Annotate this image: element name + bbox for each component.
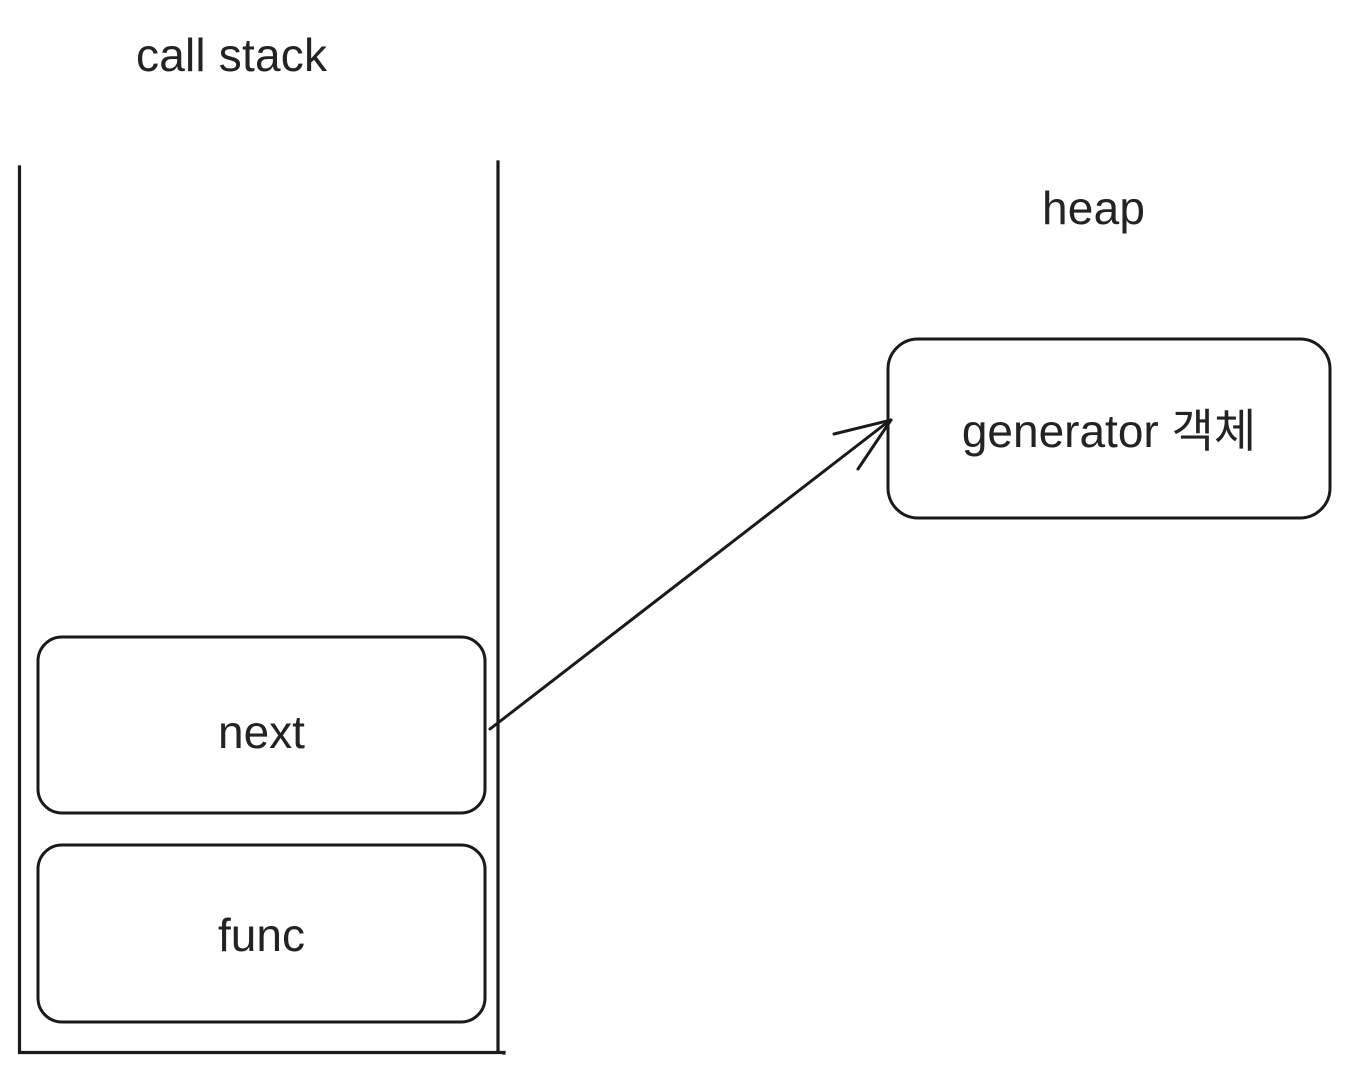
stack-frame-label-func: func	[218, 909, 305, 961]
heap-object-box[interactable]	[886, 337, 1332, 520]
call-stack-container	[17, 160, 506, 1055]
heap-object-label: generator 객체	[961, 405, 1257, 457]
call-stack-title: call stack	[136, 29, 328, 81]
call-stack-outline	[17, 165, 506, 1055]
heap-title: heap	[1042, 182, 1146, 234]
reference-arrow	[488, 418, 893, 731]
arrowhead-barb-lower	[856, 418, 893, 471]
arrowhead-barb-upper	[832, 418, 893, 436]
stack-frame-func[interactable]	[36, 843, 487, 1024]
stack-frame-label-next: next	[218, 706, 305, 758]
stack-frame-next[interactable]	[36, 635, 487, 815]
reference-arrow-line	[488, 419, 891, 731]
